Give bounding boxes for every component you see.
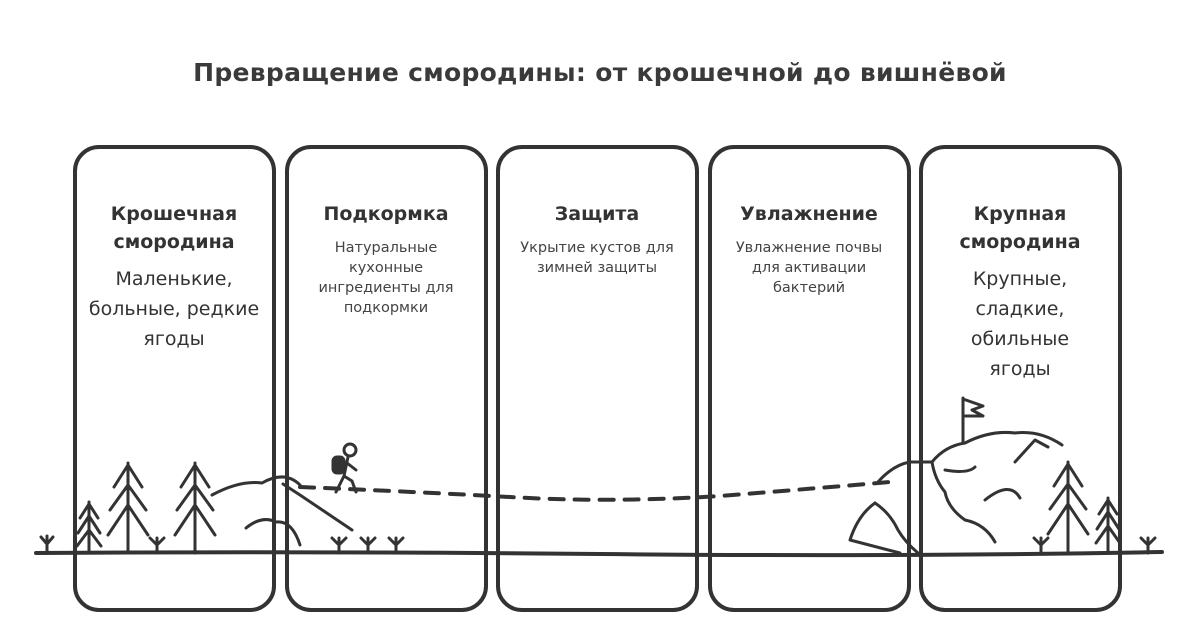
mountain-icon bbox=[848, 431, 1064, 555]
diagram-title: Превращение смородины: от крошечной до в… bbox=[193, 58, 1007, 87]
stage-2: Подкормка Натуральные кухонные ингредиен… bbox=[291, 200, 481, 318]
pine-tree-icon bbox=[173, 461, 217, 555]
stage-card-4 bbox=[708, 145, 911, 612]
stage-2-title: Подкормка bbox=[323, 203, 449, 225]
stage-1-description: Маленькие, больные, редкие ягоды bbox=[88, 268, 260, 350]
stage-card-3 bbox=[496, 145, 699, 612]
stage-4-title: Увлажнение bbox=[740, 203, 878, 225]
trail-path bbox=[298, 480, 892, 502]
pine-tree-icon bbox=[1094, 496, 1122, 555]
hiker-icon bbox=[331, 442, 358, 494]
stage-3-description: Укрытие кустов для зимней защиты bbox=[520, 240, 674, 276]
stage-card-5 bbox=[919, 145, 1122, 612]
stage-3: Защита Укрытие кустов для зимней защиты bbox=[502, 200, 692, 278]
stage-5-title: Крупная смородина bbox=[959, 203, 1081, 253]
stage-4-description: Увлажнение почвы для активации бактерий bbox=[735, 240, 883, 296]
left-hills bbox=[210, 475, 354, 547]
ground-line bbox=[34, 550, 1164, 558]
pine-tree-icon bbox=[1046, 460, 1090, 555]
stage-5: Крупная смородина Крупные, сладкие, обил… bbox=[925, 200, 1115, 384]
stage-5-description: Крупные, сладкие, обильные ягоды bbox=[970, 268, 1070, 380]
stage-1-title: Крошечная смородина bbox=[110, 203, 238, 253]
stage-4: Увлажнение Увлажнение почвы для активаци… bbox=[714, 200, 904, 298]
grass-icon bbox=[39, 534, 1157, 555]
stage-3-title: Защита bbox=[554, 203, 640, 225]
pine-tree-icon bbox=[75, 500, 103, 555]
stage-card-1 bbox=[73, 145, 276, 612]
stage-1: Крошечная смородина Маленькие, больные, … bbox=[79, 200, 269, 354]
stage-card-2 bbox=[285, 145, 488, 612]
pine-tree-icon bbox=[106, 461, 150, 555]
stage-2-description: Натуральные кухонные ингредиенты для под… bbox=[318, 240, 454, 316]
flag-icon bbox=[961, 396, 985, 444]
